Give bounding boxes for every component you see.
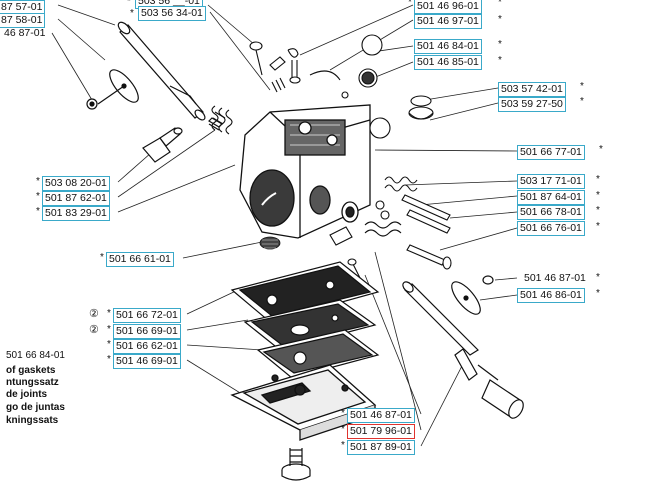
part-87-58-01: 87 58-01	[0, 13, 46, 28]
star-mark: *	[107, 339, 111, 350]
part-501-46-87-01-right: 501 46 87-01	[524, 272, 586, 284]
part-503-57-42-01: 503 57 42-01	[498, 82, 566, 97]
carburetor-body	[239, 104, 371, 239]
part-501-66-61-01: 501 66 61-01	[106, 252, 174, 267]
part-501-87-64-01: 501 87 64-01	[517, 190, 585, 205]
part-501-46-69-01: 501 46 69-01	[113, 354, 181, 369]
part-503-56-34-01: 503 56 34-01	[138, 6, 206, 21]
star-mark: *	[596, 272, 600, 283]
part-87-57-01: 87 57-01	[0, 0, 46, 15]
top-parts	[249, 34, 434, 139]
star-mark: *	[36, 206, 40, 217]
star-mark: *	[580, 96, 584, 107]
leader-lines	[51, 4, 518, 447]
star-mark: *	[596, 190, 600, 201]
star-mark: *	[596, 205, 600, 216]
screen-filter	[259, 236, 281, 250]
part-501-66-76-01: 501 66 76-01	[517, 221, 585, 236]
star-mark: *	[599, 144, 603, 155]
part-46-87-01: 46 87-01	[4, 27, 46, 39]
star-mark: *	[107, 308, 111, 319]
star-mark: *	[107, 354, 111, 365]
part-501-83-29-01: 501 83 29-01	[42, 206, 110, 221]
star-mark: *	[100, 252, 104, 263]
star-mark: *	[341, 424, 345, 435]
star-mark: *	[341, 408, 345, 419]
part-501-46-87-01-bottom: 501 46 87-01	[347, 408, 415, 423]
part-501-46-96-01: 501 46 96-01	[414, 0, 482, 14]
gasket-stack	[230, 261, 380, 379]
part-503-08-20-01: 503 08 20-01	[42, 176, 110, 191]
part-501-66-69-01: 501 66 69-01	[113, 324, 181, 339]
part-501-46-84-01: 501 46 84-01	[414, 39, 482, 54]
kit-name-line-5: kningssats	[6, 415, 59, 426]
star-mark: *	[596, 174, 600, 185]
circled-2-mark: ②	[89, 324, 99, 336]
part-503-17-71-01: 503 17 71-01	[517, 174, 585, 189]
part-501-66-72-01: 501 66 72-01	[113, 308, 181, 323]
star-mark: *	[580, 81, 584, 92]
part-501-46-97-01: 501 46 97-01	[414, 14, 482, 29]
needle-and-lever	[329, 226, 361, 279]
part-501-79-96-01: 501 79 96-01	[347, 424, 415, 439]
fuel-inlet-fitting	[142, 111, 226, 163]
kit-name-line-4: go de juntas	[6, 402, 65, 413]
star-mark: *	[130, 8, 134, 19]
kit-name-line-3: de joints	[6, 389, 48, 400]
part-501-66-62-01: 501 66 62-01	[113, 339, 181, 354]
star-mark: *	[596, 288, 600, 299]
star-mark: *	[498, 14, 502, 25]
star-mark: *	[36, 191, 40, 202]
star-mark: *	[36, 176, 40, 187]
circled-2-mark: ②	[89, 308, 99, 320]
bottom-screw	[281, 448, 311, 481]
star-mark: *	[498, 0, 502, 8]
part-501-66-77-01: 501 66 77-01	[517, 145, 585, 160]
star-mark: *	[107, 324, 111, 335]
star-mark: *	[408, 0, 412, 8]
part-501-46-85-01: 501 46 85-01	[414, 55, 482, 70]
part-501-66-78-01: 501 66 78-01	[517, 205, 585, 220]
part-503-59-27-50: 503 59 27-50	[498, 97, 566, 112]
kit-name-line-2: ntungssatz	[6, 377, 59, 388]
part-501-46-86-01: 501 46 86-01	[517, 288, 585, 303]
part-501-87-62-01: 501 87 62-01	[42, 191, 110, 206]
star-mark: *	[596, 221, 600, 232]
left-shaft-assembly	[86, 21, 206, 121]
kit-part-number: 501 66 84-01	[6, 350, 65, 361]
star-mark: *	[127, 0, 131, 7]
kit-name-line-1: of gaskets	[6, 365, 56, 376]
star-mark: *	[341, 440, 345, 451]
right-shaft-assembly	[402, 275, 524, 419]
part-501-87-89-01: 501 87 89-01	[347, 440, 415, 455]
spring-assemblies	[211, 105, 452, 270]
star-mark: *	[498, 39, 502, 50]
star-mark: *	[498, 55, 502, 66]
